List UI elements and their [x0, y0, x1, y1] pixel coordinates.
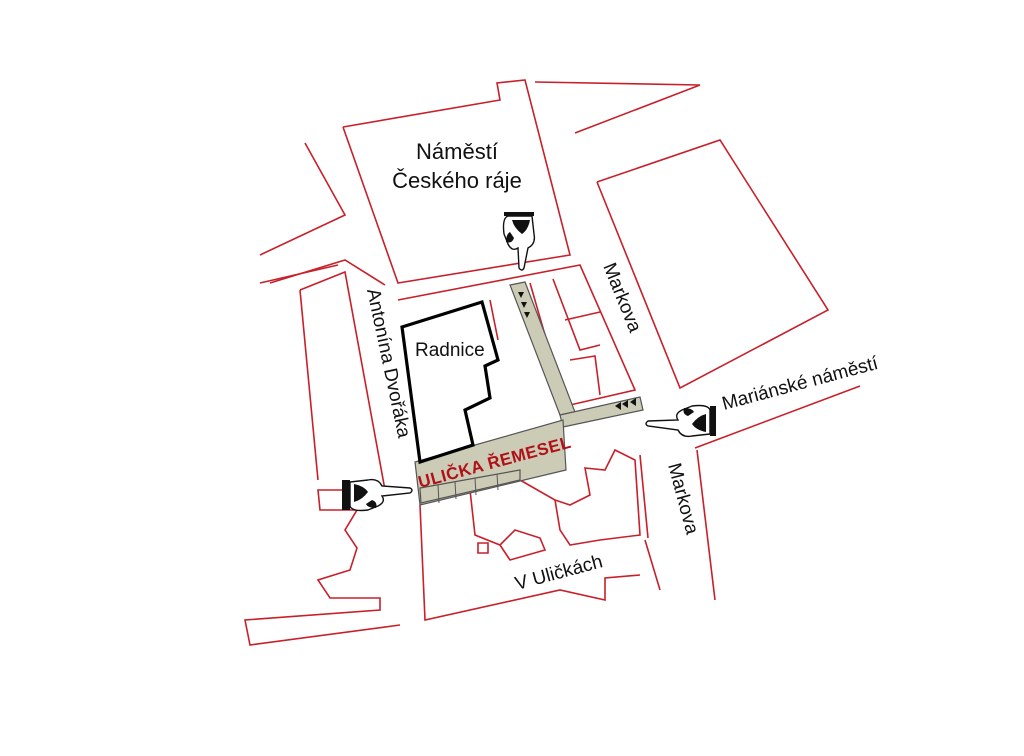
lane-east [559, 396, 644, 428]
pointing-hand-icon [645, 404, 716, 438]
street-label-v-ulickach: V Uličkách [513, 551, 605, 595]
arrowhead-marker [630, 398, 636, 406]
arrowhead-marker [615, 402, 621, 410]
street-label-markova-south: Markova [663, 461, 702, 537]
block-south [419, 504, 641, 621]
block-north [342, 79, 571, 284]
street-top-right [534, 81, 701, 134]
pointing-hand-icon [502, 212, 536, 271]
street-left-upper [259, 142, 347, 256]
arrowhead-marker [524, 312, 530, 318]
block-inner-north [397, 264, 637, 406]
block-south-inner-2 [469, 489, 547, 561]
block-south-square [477, 542, 489, 554]
street-east-lower [694, 385, 861, 601]
direction-markers [518, 292, 636, 410]
street-top-left-2 [259, 264, 339, 284]
town-hall-outline [400, 299, 500, 465]
lane-ulicka-stalls [419, 469, 521, 504]
street-left-mid [269, 259, 386, 286]
lane-vertical [509, 281, 576, 416]
block-south-east [639, 454, 661, 591]
block-west-outer [299, 289, 319, 481]
square-name-line1: Náměstí [416, 139, 498, 164]
block-south-inner [519, 448, 641, 546]
pointing-hand-icon [342, 478, 413, 512]
square-name-line2: Českého ráje [392, 168, 522, 193]
arrowhead-marker [521, 302, 527, 308]
town-hall-label: Radnice [415, 340, 485, 361]
arrowhead-marker [518, 292, 524, 298]
arrowhead-marker [622, 400, 628, 408]
square-label-marianske: Mariánské náměstí [720, 353, 881, 415]
street-east-block [596, 139, 830, 390]
stall-dividers [437, 473, 499, 504]
